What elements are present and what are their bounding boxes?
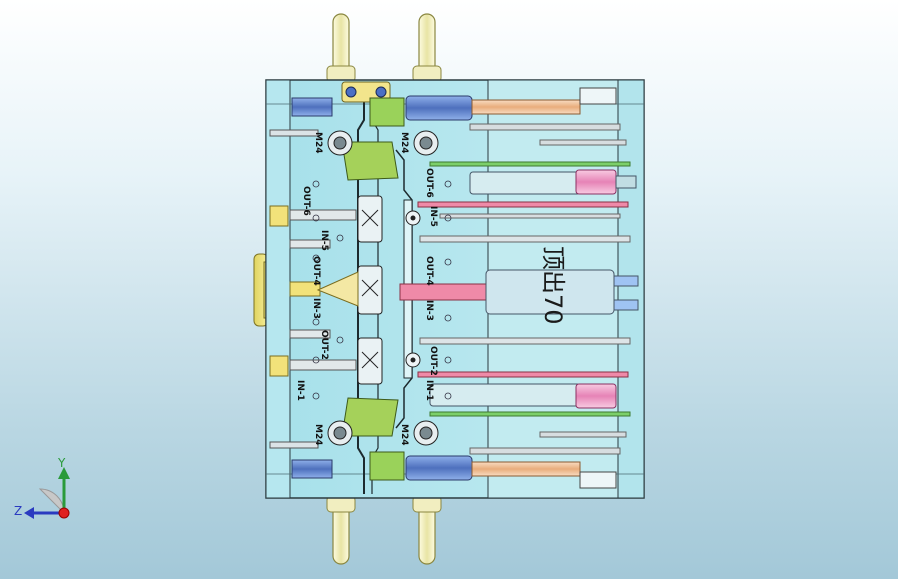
left-label-in3: IN-3 [311,298,321,319]
center-label-in5: IN-5 [428,206,438,227]
lifting-handle-top-left[interactable] [326,13,356,83]
clamp-strap-top[interactable] [341,81,391,103]
left-label-out4: OUT-4 [311,256,321,286]
rods [269,87,639,489]
thread-label-top-right: M24 [399,132,409,153]
thread-labels: M24 M24 M24 M24 [313,132,409,445]
bolt-bottom-right[interactable] [413,420,439,446]
slider-block-top[interactable] [341,97,405,181]
center-label-out4: OUT-4 [424,256,434,286]
bolt-bottom-left[interactable] [327,420,353,446]
lifting-handle-bottom-right[interactable] [412,495,442,565]
left-labels: OUT-6 IN-5 OUT-4 IN-3 OUT-2 IN-1 [295,186,329,401]
lifting-handle-bottom-left[interactable] [326,495,356,565]
left-label-out2: OUT-2 [319,330,329,360]
axis-triad[interactable]: Y Z [12,455,82,527]
left-label-out6: OUT-6 [301,186,311,216]
center-label-out6: OUT-6 [424,168,434,198]
axis-y-label: Y [57,456,66,470]
thread-label-top-left: M24 [313,132,323,153]
left-label-in1: IN-1 [295,380,305,401]
center-label-in1: IN-1 [424,380,434,401]
bolt-top-right[interactable] [413,130,439,156]
lug-bottom[interactable] [405,352,421,368]
thread-label-bottom-left: M24 [313,424,323,445]
slider-block-bottom[interactable] [341,397,405,481]
axis-z-label: Z [14,504,22,518]
bolt-top-left[interactable] [327,130,353,156]
lug-top[interactable] [405,210,421,226]
center-label-out2: OUT-2 [428,346,438,376]
center-labels: OUT-6 IN-5 OUT-4 IN-3 OUT-2 IN-1 [424,168,438,401]
left-label-in5: IN-5 [319,230,329,251]
cavity-inserts [316,195,383,385]
center-label-in3: IN-3 [424,300,434,321]
lifting-handle-top-right[interactable] [412,13,442,83]
ejection-stroke-label: 顶出70 [539,246,567,325]
cooling-holes [312,180,452,400]
thread-label-bottom-right: M24 [399,424,409,445]
